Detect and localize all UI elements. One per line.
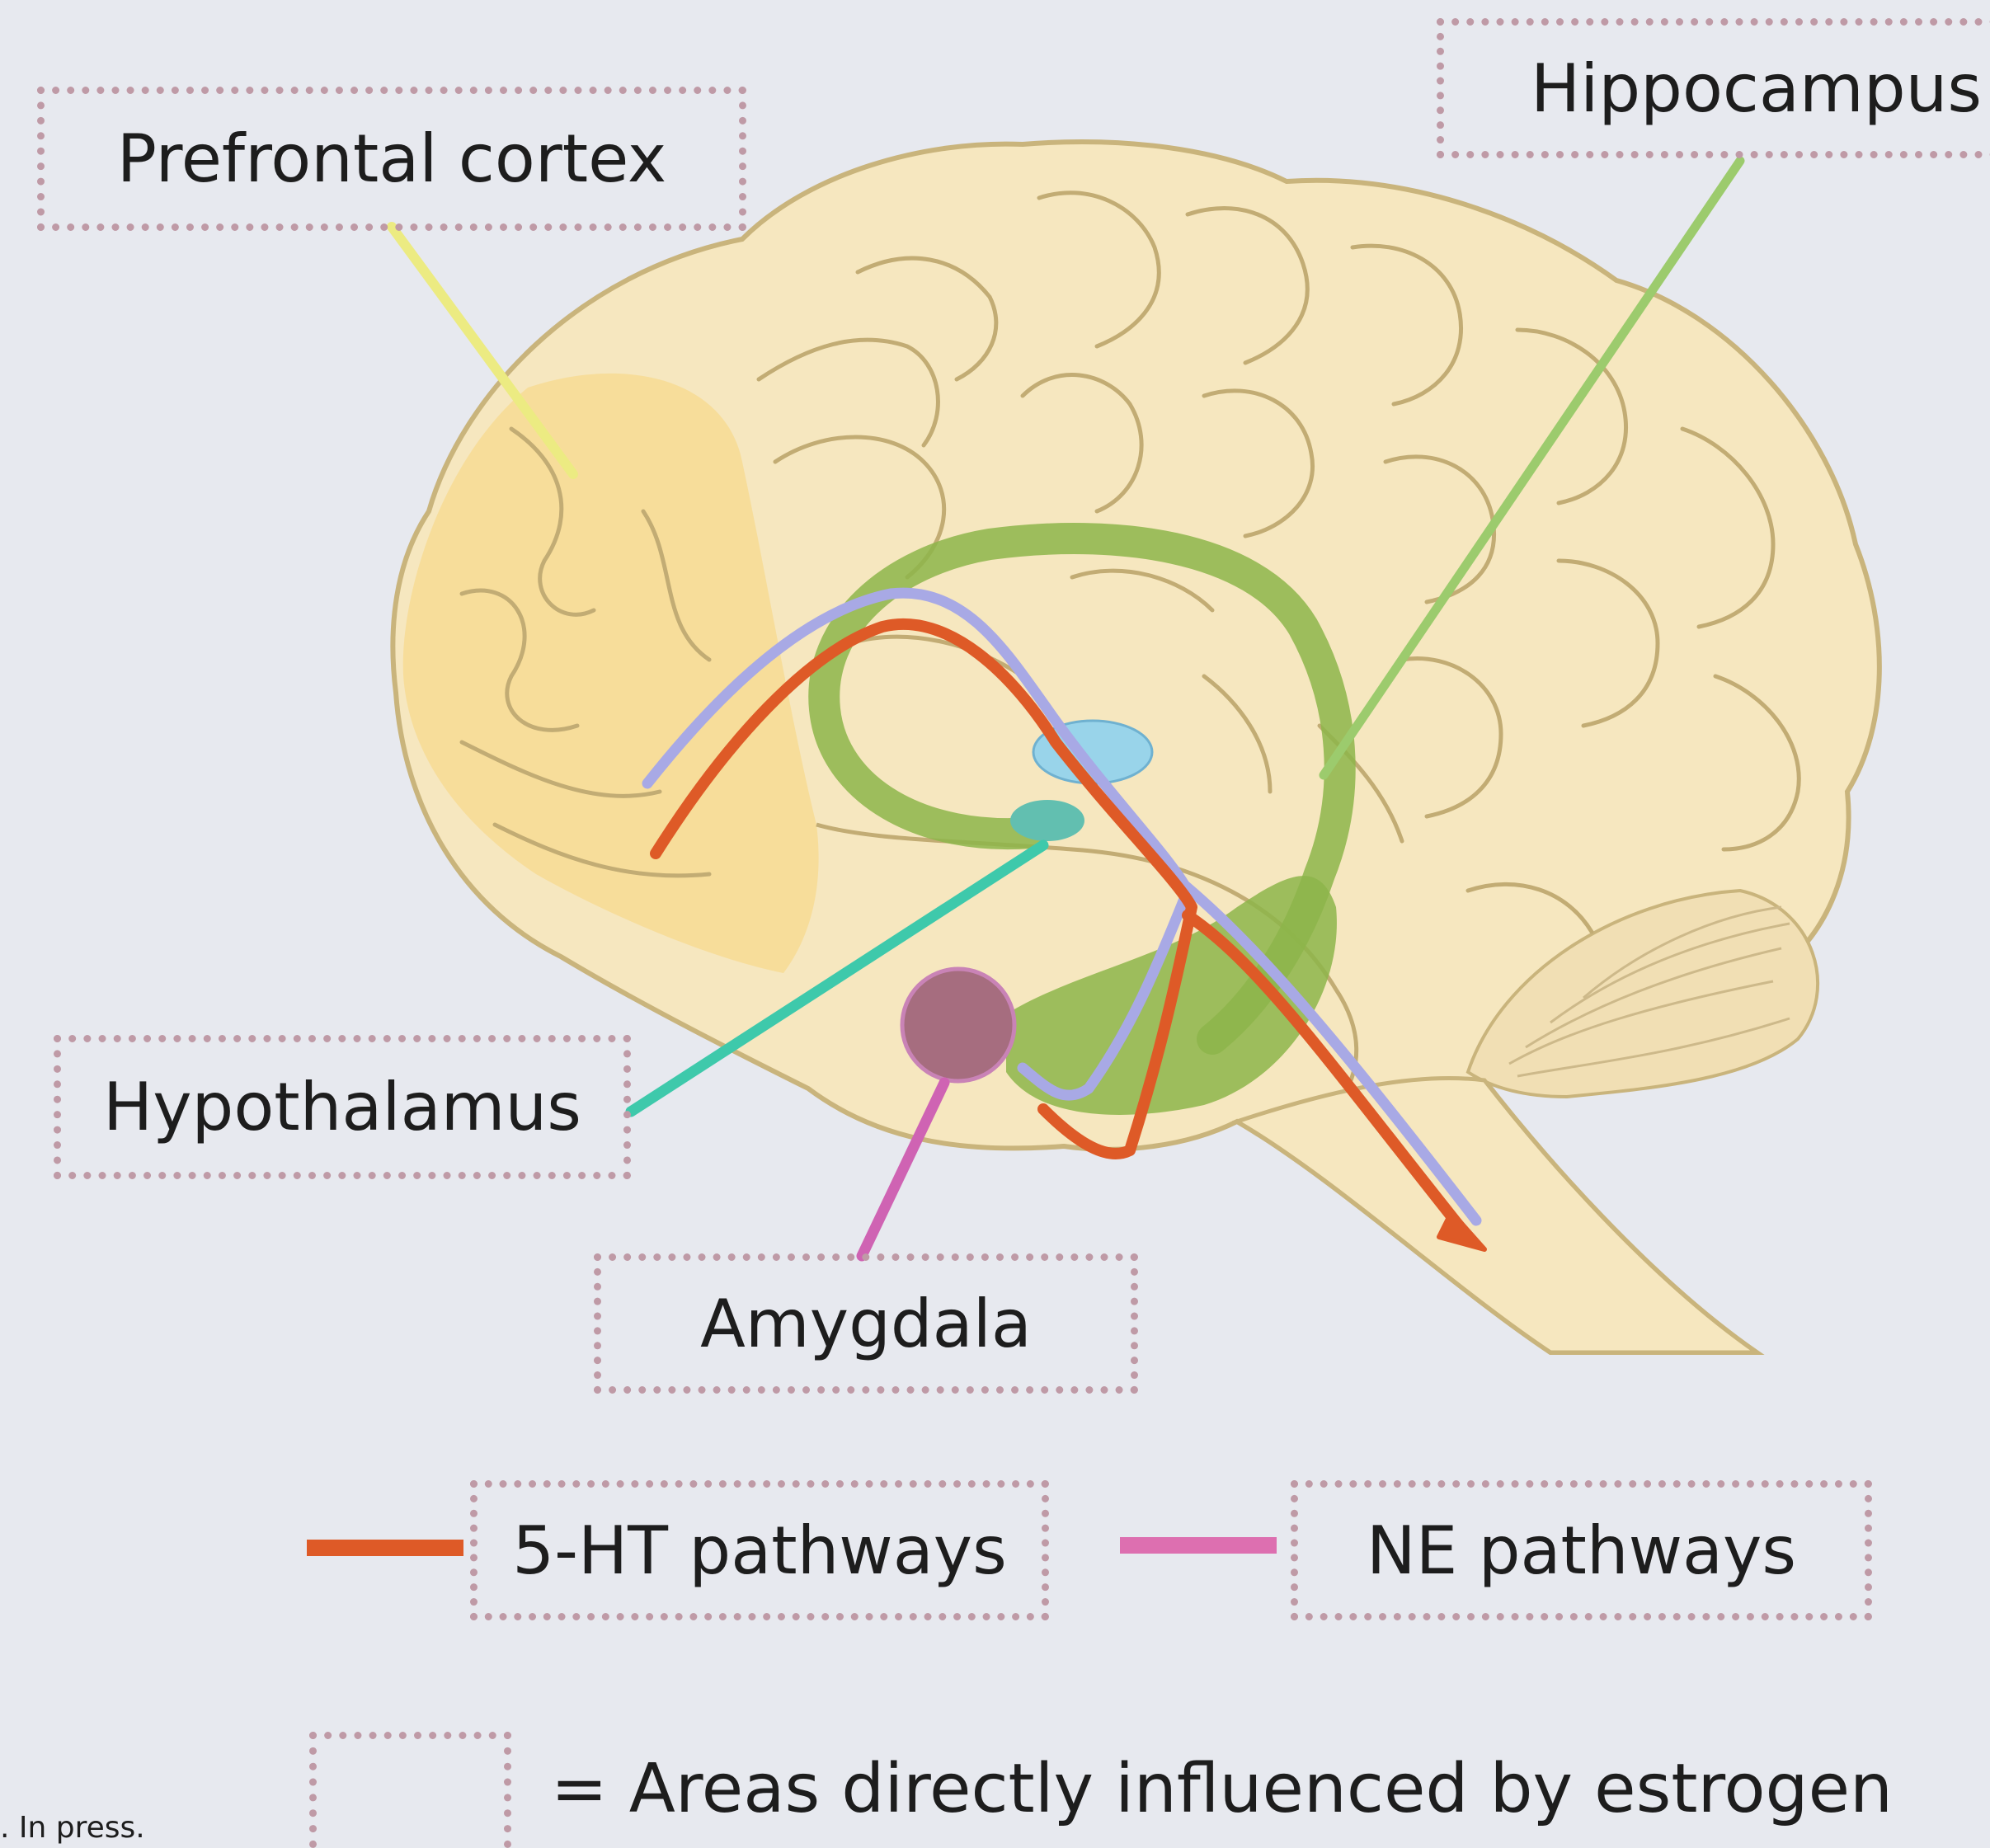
serotonin-legend-swatch xyxy=(307,1540,463,1556)
amygdala-label: Amygdala xyxy=(594,1253,1138,1394)
hypothalamus-text: Hypothalamus xyxy=(103,1069,581,1145)
amygdala-text: Amygdala xyxy=(700,1286,1032,1362)
hypothalamus-label: Hypothalamus xyxy=(54,1035,631,1179)
prefrontal-cortex-label: Prefrontal cortex xyxy=(37,87,746,231)
ne-legend-text: NE pathways xyxy=(1367,1512,1796,1589)
ne-legend-label: NE pathways xyxy=(1291,1480,1872,1620)
estrogen-key-box xyxy=(309,1732,511,1848)
prefrontal-cortex-text: Prefrontal cortex xyxy=(117,120,667,197)
citation-text: . In press. xyxy=(0,1811,145,1845)
hypothalamus-nucleus xyxy=(1010,800,1084,841)
brainstem xyxy=(1237,1078,1757,1352)
serotonin-legend-label: 5-HT pathways xyxy=(470,1480,1049,1620)
ne-legend-swatch xyxy=(1120,1537,1277,1554)
hippocampus-text: Hippocampus xyxy=(1531,50,1982,127)
hippocampus-label: Hippocampus xyxy=(1437,18,1990,158)
serotonin-legend-text: 5-HT pathways xyxy=(512,1512,1007,1589)
estrogen-key-text: = Areas directly influenced by estrogen xyxy=(551,1750,1893,1828)
amygdala-body xyxy=(902,969,1014,1081)
